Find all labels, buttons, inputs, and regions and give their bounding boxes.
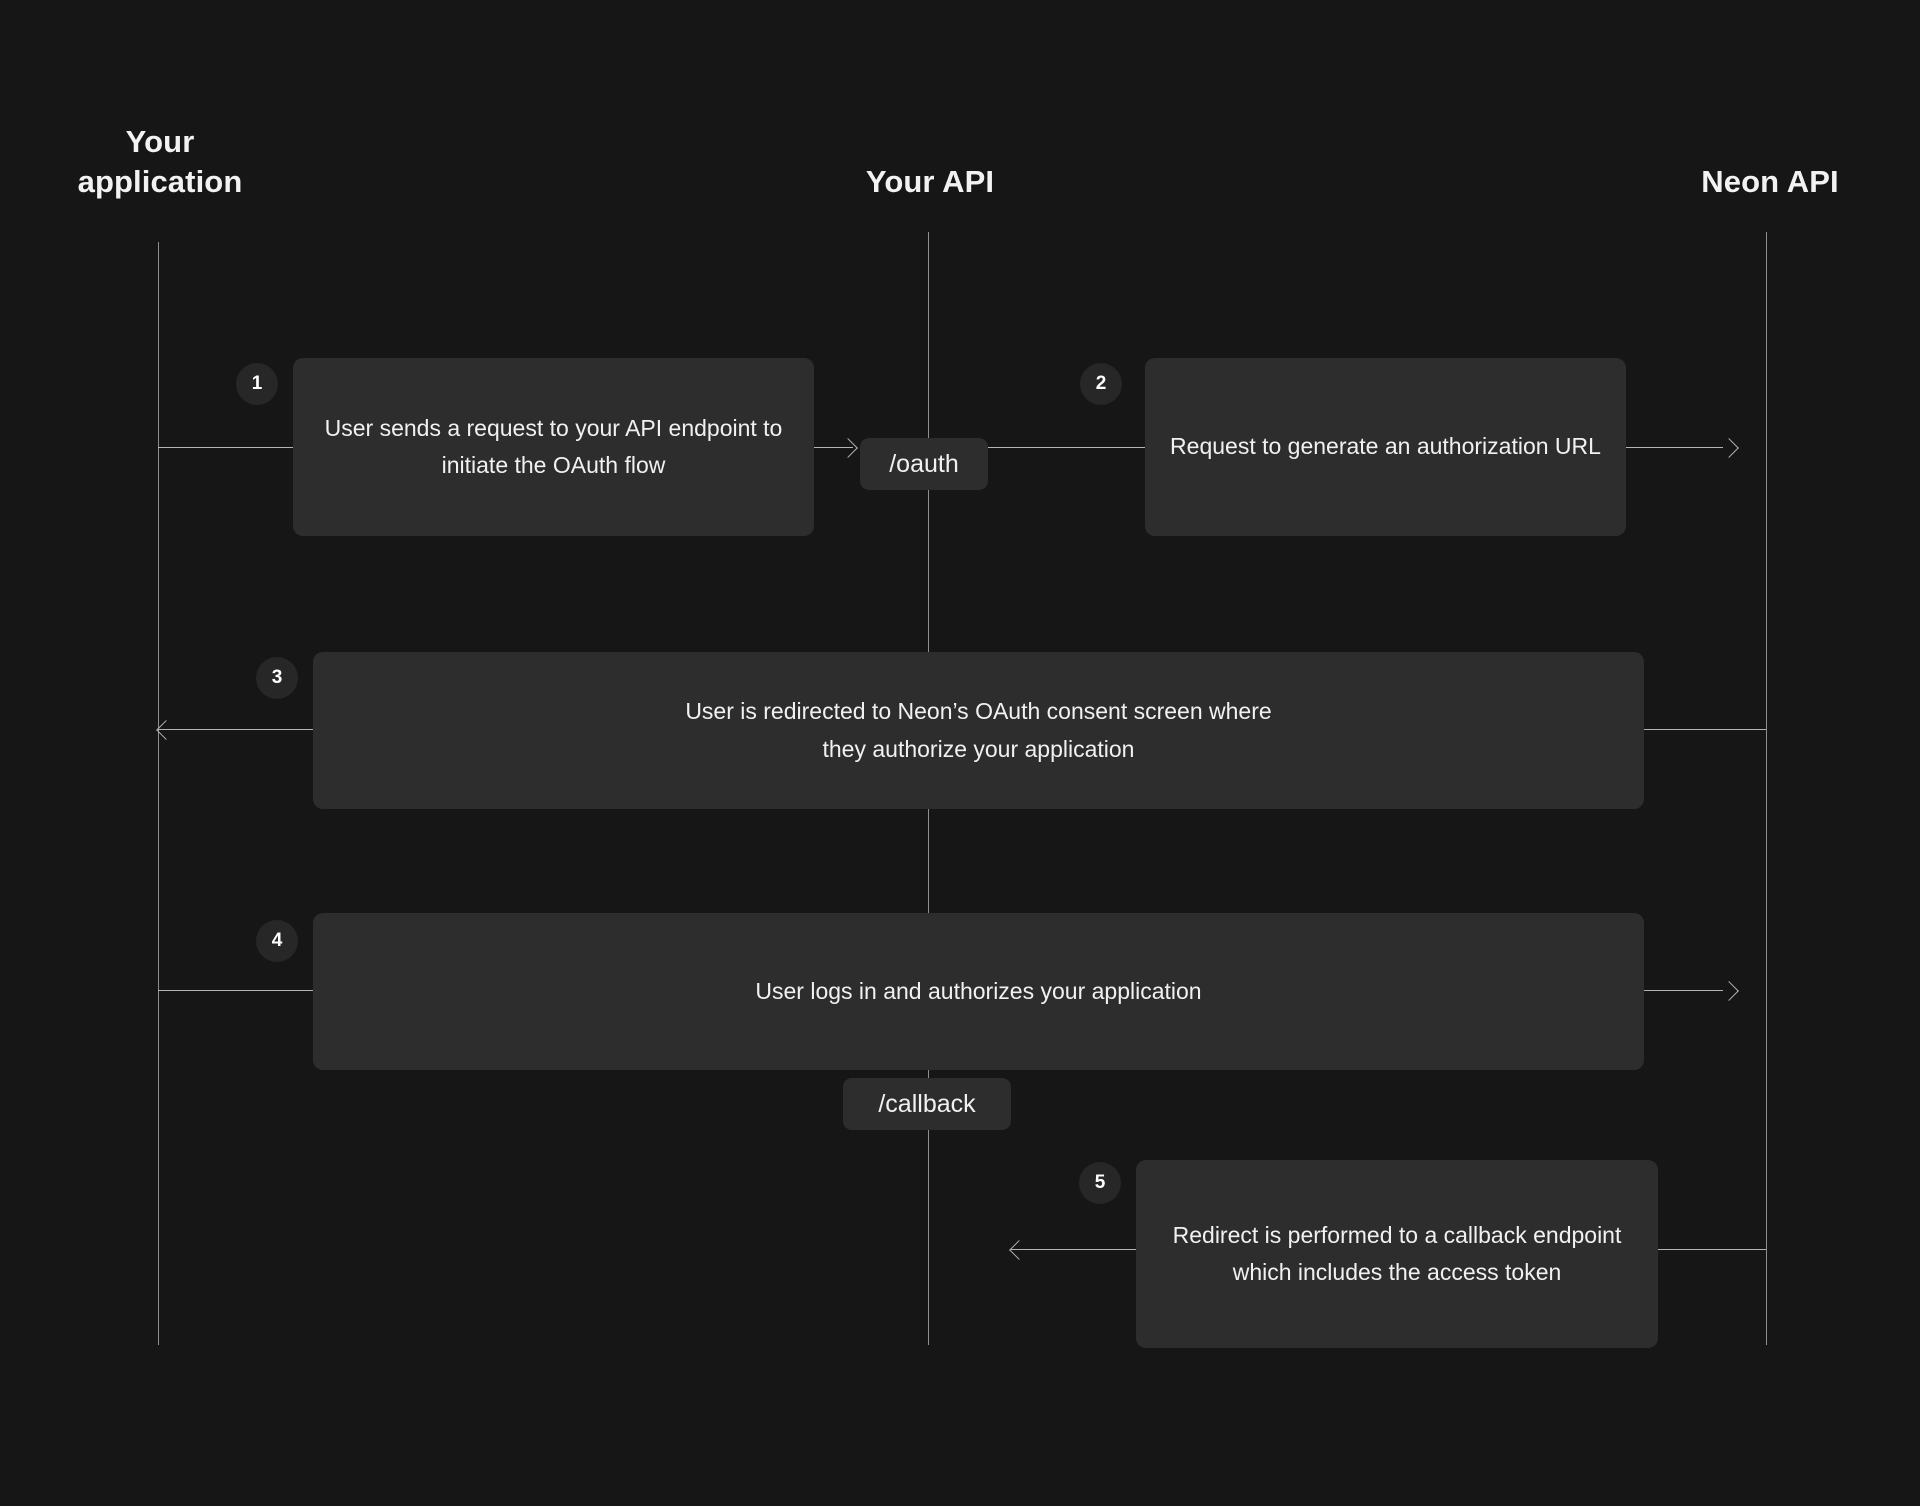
actor-label-neon-api: Neon API [1701,164,1839,199]
step-badge-5: 5 [1079,1162,1121,1204]
actor-label-your-application: Your application [77,124,243,200]
step-badge-1: 1 [236,363,278,405]
step-message-1: User sends a request to your API endpoin… [293,358,814,536]
arrow-head-step-1-icon [838,438,858,458]
endpoint-pill-oauth[interactable]: /oauth [860,438,988,490]
endpoint-pill-callback[interactable]: /callback [843,1078,1011,1130]
step-message-5: Redirect is performed to a callback endp… [1136,1160,1658,1348]
step-badge-3: 3 [256,657,298,699]
step-message-2: Request to generate an authorization URL [1145,358,1626,536]
lifeline-neon-api [1766,232,1767,1345]
lifeline-your-application [158,242,159,1345]
step-message-4: User logs in and authorizes your applica… [313,913,1644,1070]
arrow-head-step-5-icon [1009,1240,1029,1260]
step-message-3: User is redirected to Neon’s OAuth conse… [313,652,1644,809]
step-badge-4: 4 [256,920,298,962]
arrow-head-step-4-icon [1719,981,1739,1001]
actor-label-your-api: Your API [865,164,995,199]
arrow-head-step-2-icon [1719,438,1739,458]
step-badge-2: 2 [1080,363,1122,405]
arrow-head-step-3-icon [156,720,176,740]
